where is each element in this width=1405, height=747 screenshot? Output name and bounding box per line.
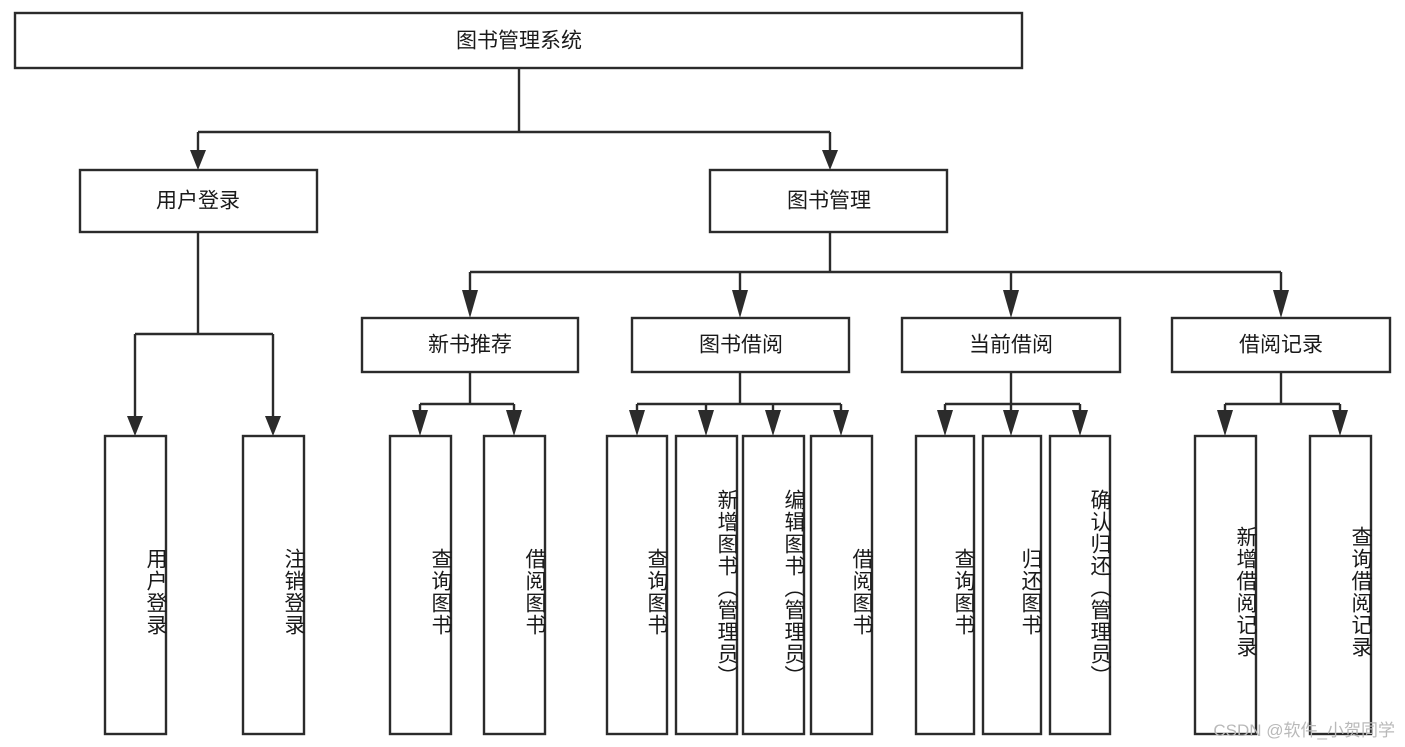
node-borrow-record-label: 借阅记录 bbox=[1239, 334, 1323, 357]
node-book-manage[interactable] bbox=[708, 168, 949, 234]
arrow-to-current-borrow bbox=[1003, 290, 1019, 318]
node-book-manage-label: 图书管理 bbox=[787, 190, 871, 213]
node-current-borrow-label: 当前借阅 bbox=[969, 334, 1053, 357]
node-leaf-user-login-2[interactable] bbox=[241, 434, 306, 736]
arrow-nbr-leaf-1 bbox=[412, 410, 428, 436]
arrow-cb-leaf-3 bbox=[1072, 410, 1088, 436]
node-leaf-current-borrow-1[interactable] bbox=[914, 434, 976, 736]
node-leaf-borrow-record-2[interactable] bbox=[1308, 434, 1373, 736]
arrow-to-book-manage bbox=[822, 150, 838, 170]
arrow-to-borrow-record bbox=[1273, 290, 1289, 318]
node-current-borrow[interactable] bbox=[900, 316, 1122, 374]
node-leaf-book-borrow-1[interactable] bbox=[605, 434, 669, 736]
node-new-book-recommend-label: 新书推荐 bbox=[428, 334, 512, 357]
node-borrow-record[interactable] bbox=[1170, 316, 1392, 374]
arrow-ul-leaf-2 bbox=[265, 416, 281, 436]
connector-layer bbox=[127, 68, 1348, 436]
arrow-to-new-book bbox=[462, 290, 478, 318]
node-leaf-new-book-2[interactable] bbox=[482, 434, 547, 736]
node-root[interactable] bbox=[13, 11, 1024, 70]
node-leaf-current-borrow-2[interactable] bbox=[981, 434, 1043, 736]
node-user-login-label: 用户登录 bbox=[156, 190, 240, 213]
node-root-label: 图书管理系统 bbox=[456, 30, 582, 53]
arrow-ul-leaf-1 bbox=[127, 416, 143, 436]
node-user-login[interactable] bbox=[78, 168, 319, 234]
arrow-bb-leaf-3 bbox=[765, 410, 781, 436]
node-leaf-book-borrow-2[interactable] bbox=[674, 434, 739, 736]
node-leaf-borrow-record-1[interactable] bbox=[1193, 434, 1258, 736]
node-leaf-new-book-1[interactable] bbox=[388, 434, 453, 736]
arrow-bb-leaf-2 bbox=[698, 410, 714, 436]
arrow-bb-leaf-4 bbox=[833, 410, 849, 436]
arrow-to-user-login bbox=[190, 150, 206, 170]
arrow-br-leaf-2 bbox=[1332, 410, 1348, 436]
arrow-nbr-leaf-2 bbox=[506, 410, 522, 436]
arrow-cb-leaf-1 bbox=[937, 410, 953, 436]
node-book-borrow-label: 图书借阅 bbox=[699, 334, 783, 357]
node-leaf-current-borrow-3[interactable] bbox=[1048, 434, 1112, 736]
node-new-book-recommend[interactable] bbox=[360, 316, 580, 374]
node-leaf-user-login-1[interactable] bbox=[103, 434, 168, 736]
arrow-bb-leaf-1 bbox=[629, 410, 645, 436]
node-layer: 图书管理系统 用户登录 图书管理 新书推荐 图书借阅 当前借阅 借阅记录 bbox=[13, 11, 1392, 736]
node-leaf-book-borrow-4[interactable] bbox=[809, 434, 874, 736]
node-book-borrow[interactable] bbox=[630, 316, 851, 374]
arrow-br-leaf-1 bbox=[1217, 410, 1233, 436]
arrow-cb-leaf-2 bbox=[1003, 410, 1019, 436]
node-leaf-book-borrow-3[interactable] bbox=[741, 434, 806, 736]
arrow-to-book-borrow bbox=[732, 290, 748, 318]
